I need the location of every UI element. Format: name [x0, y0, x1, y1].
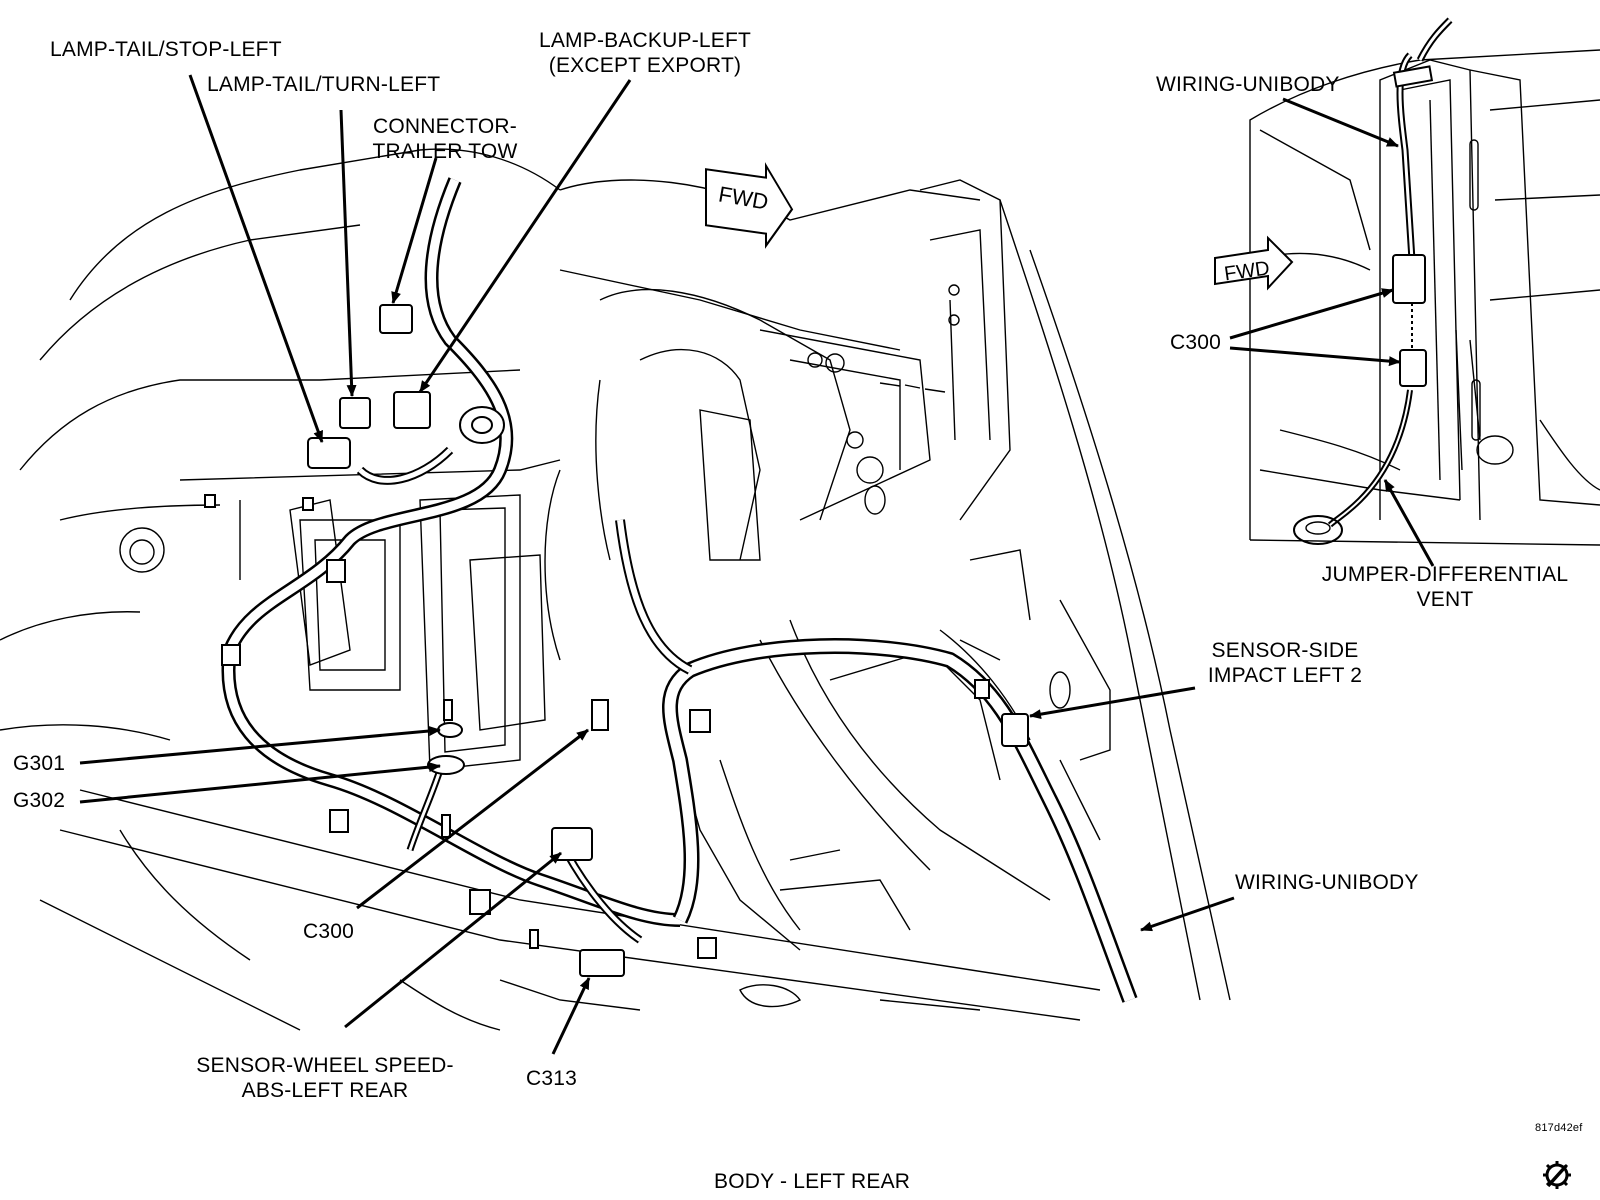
leader-lamp-tail-turn-left: [339, 109, 357, 397]
figure-caption: BODY - LEFT REAR: [714, 1170, 911, 1193]
label-connector-trailer-tow: CONNECTOR- TRAILER TOW: [355, 114, 535, 164]
label-g301: G301: [13, 752, 66, 775]
leader-wiring-unibody-main: [1140, 896, 1235, 932]
main-harness: [221, 177, 1138, 1003]
fwd-arrow-inset: FWD: [1214, 235, 1294, 291]
label-connector-trailer-tow-line1: CONNECTOR-: [373, 115, 517, 138]
harness-connectors: [204, 304, 1029, 977]
body-structure-outline: [0, 148, 1231, 1031]
label-sensor-side-impact-line2: IMPACT LEFT 2: [1207, 664, 1363, 687]
label-lamp-tail-turn-left: LAMP-TAIL/TURN-LEFT: [207, 73, 441, 96]
leader-lamp-backup-left: [418, 79, 632, 393]
label-sensor-side-impact: SENSOR-SIDE IMPACT LEFT 2: [1185, 638, 1385, 688]
label-connector-trailer-tow-line2: TRAILER TOW: [372, 140, 518, 163]
label-jumper-differential-vent: JUMPER-DIFFERENTIAL VENT: [1305, 562, 1585, 612]
leader-c313: [551, 977, 591, 1055]
leader-sensor-wheel-speed: [344, 851, 562, 1029]
label-sensor-wheel-speed-line1: SENSOR-WHEEL SPEED-: [196, 1054, 454, 1077]
inset-view: [1249, 17, 1600, 546]
leader-g302: [79, 762, 441, 804]
leader-g301: [79, 726, 441, 765]
label-sensor-side-impact-line1: SENSOR-SIDE: [1211, 639, 1359, 662]
leader-c300-inset-lower: [1229, 346, 1401, 367]
leader-c300-main: [356, 728, 589, 910]
label-sensor-wheel-speed-line2: ABS-LEFT REAR: [241, 1079, 409, 1102]
label-wiring-unibody-inset: WIRING-UNIBODY: [1156, 73, 1340, 96]
label-jumper-differential-vent-line1: JUMPER-DIFFERENTIAL: [1321, 563, 1569, 586]
label-g302: G302: [13, 789, 66, 812]
leader-lamp-tail-stop-left: [188, 74, 324, 443]
leader-connector-trailer-tow: [391, 157, 438, 304]
leader-c300-inset-upper: [1229, 288, 1394, 340]
label-lamp-backup-left-line1: LAMP-BACKUP-LEFT: [538, 29, 752, 52]
label-lamp-backup-left: LAMP-BACKUP-LEFT (EXCEPT EXPORT): [525, 28, 765, 78]
fwd-arrow-main: FWD: [705, 162, 794, 249]
label-c300-inset: C300: [1170, 331, 1222, 354]
label-c313: C313: [526, 1067, 578, 1090]
label-jumper-differential-vent-line2: VENT: [1416, 588, 1474, 611]
leader-sensor-side-impact: [1029, 686, 1196, 720]
label-wiring-unibody-main: WIRING-UNIBODY: [1235, 871, 1419, 894]
leader-lines: [79, 74, 1435, 1055]
gear-wrench-icon: [1540, 1158, 1574, 1192]
label-lamp-tail-stop-left: LAMP-TAIL/STOP-LEFT: [50, 38, 282, 61]
inset-connectors: [1392, 254, 1427, 387]
label-c300-main: C300: [303, 920, 355, 943]
leader-wiring-unibody-inset: [1282, 97, 1399, 148]
figure-id: 817d42ef: [1535, 1122, 1583, 1134]
label-lamp-backup-left-line2: (EXCEPT EXPORT): [548, 54, 742, 77]
label-sensor-wheel-speed: SENSOR-WHEEL SPEED- ABS-LEFT REAR: [175, 1053, 475, 1103]
leader-jumper-diff-vent: [1383, 479, 1435, 567]
